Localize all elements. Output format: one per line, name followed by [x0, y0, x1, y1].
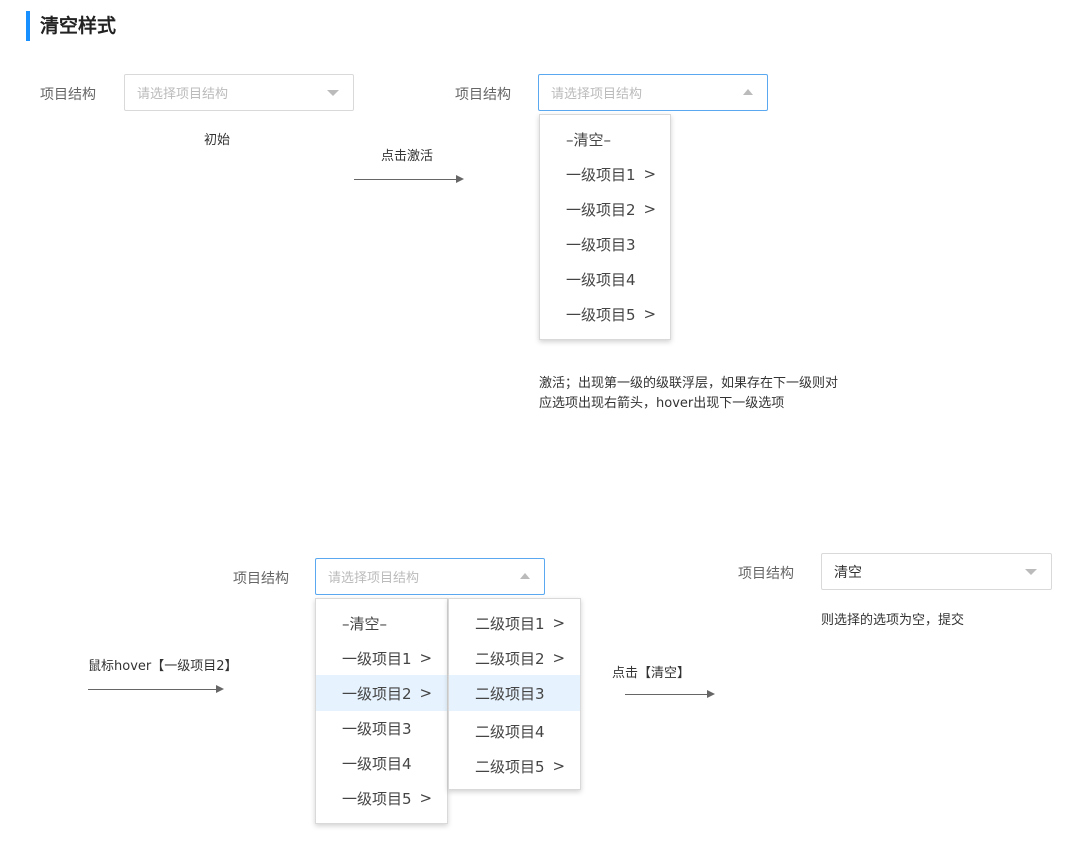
menu-item-level2-4[interactable]: 二级项目4	[449, 713, 580, 749]
menu-item-level2-3-hovered[interactable]: 二级项目3	[449, 675, 580, 711]
menu-item-level1-4[interactable]: 一级项目4	[316, 745, 447, 781]
menu-item-clear[interactable]: –清空–	[540, 121, 670, 157]
menu-item-label: 一级项目5	[342, 789, 412, 808]
transition-click-activate-label: 点击激活	[381, 149, 434, 164]
menu-item-label: 一级项目2	[342, 684, 412, 703]
menu-item-level1-4[interactable]: 一级项目4	[540, 261, 670, 297]
menu-item-level1-1[interactable]: 一级项目1 >	[540, 156, 670, 192]
menu-item-level1-3[interactable]: 一级项目3	[316, 710, 447, 746]
field-label-hover: 项目结构	[233, 571, 289, 587]
menu-item-label: 一级项目1	[342, 649, 412, 668]
caret-up-icon	[743, 88, 753, 95]
select-placeholder: 请选择项目结构	[328, 571, 420, 586]
menu-item-label: 一级项目3	[566, 235, 636, 254]
page-title: 清空样式	[40, 15, 117, 37]
chevron-right-icon: >	[643, 200, 657, 218]
cascader-level1-menu-hover: –清空– 一级项目1 > 一级项目2 > 一级项目3 一级项目4 一级项目5 >	[315, 598, 448, 824]
menu-item-label: 一级项目1	[566, 165, 636, 184]
menu-item-label: 二级项目1	[475, 614, 545, 633]
menu-item-clear[interactable]: –清空–	[316, 605, 447, 641]
arrow-right-icon	[625, 694, 707, 695]
arrow-head-icon	[216, 685, 224, 693]
arrow-right-icon	[354, 179, 456, 180]
chevron-right-icon: >	[552, 757, 566, 775]
menu-item-level2-2[interactable]: 二级项目2 >	[449, 640, 580, 676]
menu-item-label: 一级项目4	[566, 270, 636, 289]
menu-item-label: 一级项目4	[342, 754, 412, 773]
caret-down-icon	[327, 89, 339, 96]
menu-item-label: 一级项目3	[342, 719, 412, 738]
chevron-right-icon: >	[643, 305, 657, 323]
menu-item-label: –清空–	[566, 130, 612, 149]
cascader-level2-menu: 二级项目1 > 二级项目2 > 二级项目3 二级项目4 二级项目5 >	[448, 598, 581, 790]
menu-item-level1-5[interactable]: 一级项目5 >	[540, 296, 670, 332]
chevron-right-icon: >	[419, 789, 433, 807]
field-label-active: 项目结构	[455, 87, 511, 103]
transition-click-clear-label: 点击【清空】	[612, 666, 691, 681]
arrow-head-icon	[456, 175, 464, 183]
select-value: 清空	[834, 564, 862, 581]
description-active: 激活；出现第一级的级联浮层，如果存在下一级则对应选项出现右箭头，hover出现下…	[539, 376, 839, 411]
note-cleared: 则选择的选项为空，提交	[821, 613, 965, 628]
transition-hover-label: 鼠标hover【一级项目2】	[88, 659, 238, 674]
caption-initial: 初始	[204, 133, 231, 148]
cascader-level1-menu-active: –清空– 一级项目1 > 一级项目2 > 一级项目3 一级项目4 一级项目5 >	[539, 114, 671, 340]
menu-item-level1-3[interactable]: 一级项目3	[540, 226, 670, 262]
menu-item-level1-5[interactable]: 一级项目5 >	[316, 780, 447, 816]
menu-item-label: 一级项目2	[566, 200, 636, 219]
arrow-right-icon	[88, 689, 216, 690]
menu-item-level2-1[interactable]: 二级项目1 >	[449, 605, 580, 641]
title-accent-bar	[26, 11, 30, 41]
arrow-head-icon	[707, 690, 715, 698]
menu-item-level1-1[interactable]: 一级项目1 >	[316, 640, 447, 676]
menu-item-label: –清空–	[342, 614, 388, 633]
select-placeholder: 请选择项目结构	[137, 87, 229, 102]
project-structure-select-cleared[interactable]: 清空	[821, 553, 1052, 590]
chevron-right-icon: >	[419, 684, 433, 702]
menu-item-label: 二级项目3	[475, 684, 545, 703]
field-label-cleared: 项目结构	[738, 566, 794, 582]
chevron-right-icon: >	[643, 165, 657, 183]
menu-item-label: 二级项目2	[475, 649, 545, 668]
menu-item-label: 二级项目4	[475, 722, 545, 741]
menu-item-level2-5[interactable]: 二级项目5 >	[449, 748, 580, 784]
field-label-initial: 项目结构	[40, 87, 96, 103]
chevron-right-icon: >	[419, 649, 433, 667]
project-structure-select-hover[interactable]: 请选择项目结构	[315, 558, 545, 595]
project-structure-select-active[interactable]: 请选择项目结构	[538, 74, 768, 111]
menu-item-level1-2[interactable]: 一级项目2 >	[540, 191, 670, 227]
menu-item-label: 一级项目5	[566, 305, 636, 324]
caret-up-icon	[520, 572, 530, 579]
caret-down-icon	[1025, 568, 1037, 575]
select-placeholder: 请选择项目结构	[551, 87, 643, 102]
menu-item-level1-2-hovered[interactable]: 一级项目2 >	[316, 675, 447, 711]
menu-item-label: 二级项目5	[475, 757, 545, 776]
chevron-right-icon: >	[552, 649, 566, 667]
chevron-right-icon: >	[552, 614, 566, 632]
project-structure-select-initial[interactable]: 请选择项目结构	[124, 74, 354, 111]
